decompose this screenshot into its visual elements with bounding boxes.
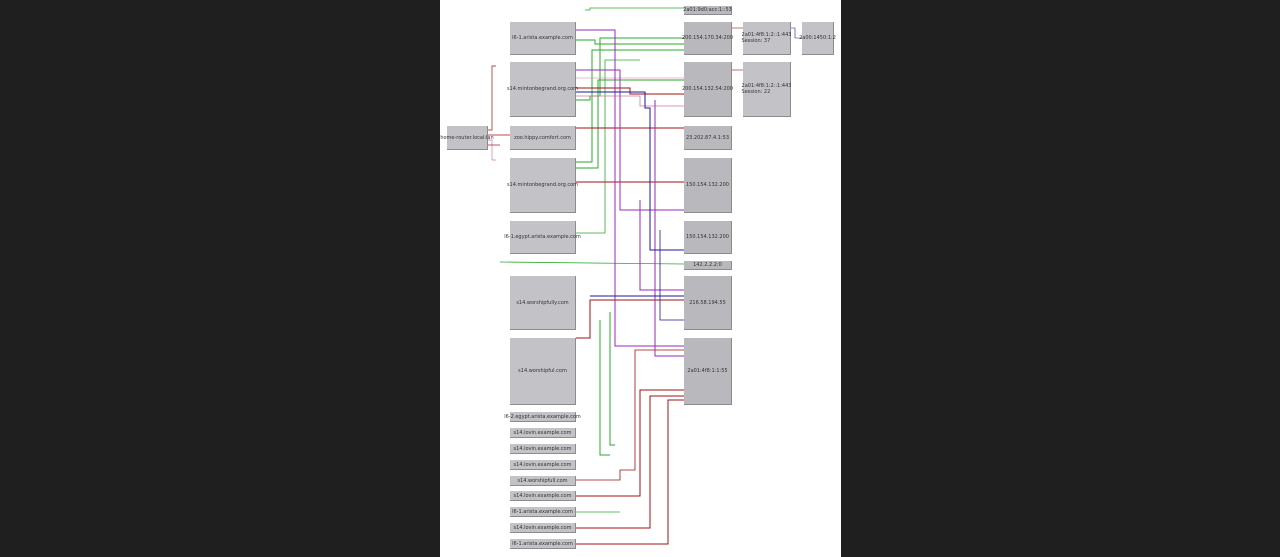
host-node: s14.lovin.example.com xyxy=(510,460,576,470)
destination-node: 150.154.132.200 xyxy=(684,158,732,213)
destination-node: 23.202.87.4.1:53 xyxy=(684,126,732,150)
connection-line xyxy=(576,299,684,339)
host-label: s14.mintonbegrand.org.com xyxy=(506,86,579,92)
peer-node: 2a01:4f8:1:2::1:443 Session: 22 xyxy=(741,62,792,117)
connection-line xyxy=(576,399,684,545)
connection-line xyxy=(576,79,684,169)
host-label: s14.worshipfull.com xyxy=(517,477,568,484)
host-node: s14.lovin.example.com xyxy=(510,491,576,501)
connection-line xyxy=(654,100,684,357)
host-node: l6-1.arista.example.com xyxy=(510,22,576,55)
connection-line xyxy=(585,7,684,11)
host-label: s14.lovin.example.com xyxy=(513,524,572,531)
destination-label: 150.154.132.200 xyxy=(686,182,729,188)
connection-line xyxy=(576,39,684,45)
diagram-canvas: home-router.local:lan l6-1.arista.exampl… xyxy=(440,0,841,557)
host-node: l6-2.egypt.arista.example.com xyxy=(504,412,581,422)
peer-node: 2a00:1450:1:2 xyxy=(799,22,836,55)
connection-line xyxy=(499,261,685,265)
destination-label: 142.2.2.2:0 xyxy=(693,262,722,268)
connection-line xyxy=(488,65,496,131)
connection-line xyxy=(576,395,684,529)
host-label: s14.lovin.example.com xyxy=(513,445,572,452)
source-node: home-router.local:lan xyxy=(440,126,494,150)
connection-line xyxy=(576,29,684,347)
destination-node: 216.58.194.55 xyxy=(684,276,732,330)
connection-line xyxy=(576,49,684,163)
peer-label: 2a00:1450:1:2 xyxy=(799,35,836,41)
host-node: s14.lovin.example.com xyxy=(510,444,576,454)
host-label: s14.worshipful.com xyxy=(518,368,567,374)
connection-line xyxy=(576,59,640,234)
host-label: l6-1.arista.example.com xyxy=(512,35,573,41)
host-node: s14.worshipfull.com xyxy=(510,476,576,486)
host-node: s14.lovin.example.com xyxy=(510,428,576,438)
host-label: s14.lovin.example.com xyxy=(513,461,572,468)
peer-label: 2a01:4f8:1:2::1:443 Session: 37 xyxy=(741,32,792,44)
host-node: s14.mintonbegrand.org.com xyxy=(506,158,579,213)
destination-label: 200.154.170.34:200 xyxy=(682,35,733,41)
host-label: l6-1.egypt.arista.example.com xyxy=(504,234,581,240)
host-node: s14.worshipfully.com xyxy=(510,276,576,330)
host-node: l6-1.egypt.arista.example.com xyxy=(504,221,581,254)
host-node: s14.lovin.example.com xyxy=(510,523,576,533)
host-label: l6-1.arista.example.com xyxy=(512,540,573,547)
destination-label: 23.202.87.4.1:53 xyxy=(685,134,730,141)
destination-label: 150.154.132.200 xyxy=(686,234,729,240)
connection-line xyxy=(576,95,684,107)
source-label: home-router.local:lan xyxy=(440,134,494,141)
connection-line xyxy=(576,87,684,95)
host-label: s14.mintonbegrand.org.com xyxy=(506,182,579,188)
connection-line xyxy=(659,230,684,321)
connection-line xyxy=(639,200,684,291)
connection-line xyxy=(599,320,610,456)
destination-node: 200.154.132.54:200 xyxy=(682,62,733,117)
peer-label: 2a01:4f8:1:2::1:443 Session: 22 xyxy=(741,83,792,95)
host-label: s14.worshipfully.com xyxy=(516,299,569,306)
destination-node: 142.2.2.2:0 xyxy=(684,261,732,270)
connection-line xyxy=(609,312,615,446)
connection-line xyxy=(576,389,684,497)
connection-line xyxy=(488,139,496,161)
host-label: s14.lovin.example.com xyxy=(513,492,572,499)
destination-node: 150.154.132.200 xyxy=(684,221,732,254)
connection-line xyxy=(576,91,684,251)
destination-node: 200.154.170.34:200 xyxy=(682,22,733,55)
destination-label: 216.58.194.55 xyxy=(689,299,726,306)
host-node: zoo.hippy.comfort.com xyxy=(510,126,576,150)
destination-label: 2a01:9d0:acc:1::53 xyxy=(683,7,732,13)
host-label: l6-1.arista.example.com xyxy=(512,508,573,515)
destination-label: 2a01:4f8:1:1:55 xyxy=(687,368,728,374)
host-label: s14.lovin.example.com xyxy=(513,429,572,436)
host-node: l6-1.arista.example.com xyxy=(510,539,576,549)
destination-label: 200.154.132.54:200 xyxy=(682,86,733,92)
connection-line xyxy=(576,349,684,481)
destination-node: 2a01:4f8:1:1:55 xyxy=(684,338,732,405)
connection-line xyxy=(576,69,684,211)
connection-line xyxy=(791,27,802,39)
host-label: l6-2.egypt.arista.example.com xyxy=(504,413,581,420)
peer-node: 2a01:4f8:1:2::1:443 Session: 37 xyxy=(741,22,792,55)
host-label: zoo.hippy.comfort.com xyxy=(514,134,571,141)
host-node: s14.mintonbegrand.org.com xyxy=(506,62,579,117)
host-node: s14.worshipful.com xyxy=(510,338,576,405)
host-node: l6-1.arista.example.com xyxy=(510,507,576,517)
connection-wires xyxy=(488,7,802,545)
destination-node: 2a01:9d0:acc:1::53 xyxy=(683,6,732,15)
